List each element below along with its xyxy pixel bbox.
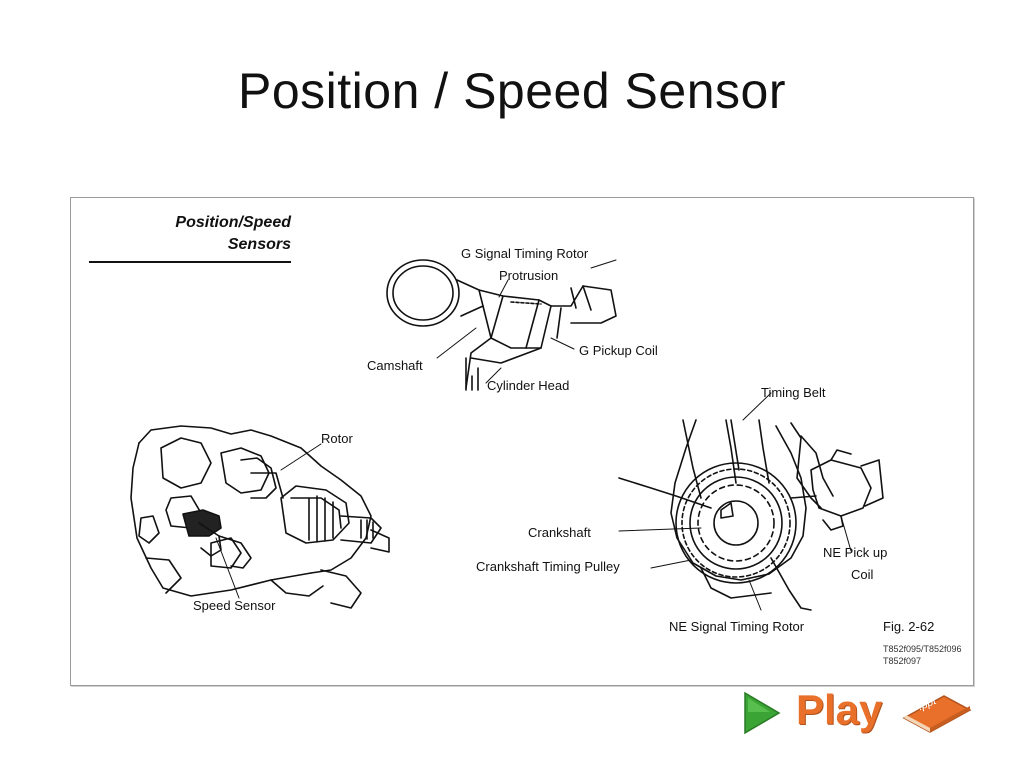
figure-reference-code: T852f095/T852f096: [883, 644, 962, 654]
label-protrusion: Protrusion: [499, 268, 559, 283]
label-cylinder-head: Cylinder Head: [487, 378, 570, 393]
label-g-pickup-coil: G Pickup Coil: [579, 343, 658, 358]
figure-heading: Sensors: [227, 236, 291, 253]
label-ne-signal-timing-rotor: NE Signal Timing Rotor: [669, 619, 805, 634]
leader-line: [650, 559, 692, 569]
label-g-signal-timing-rotor: G Signal Timing Rotor: [461, 246, 589, 261]
figure-reference-code-line2: T852f097: [883, 656, 922, 666]
leader-line: [590, 259, 617, 269]
transmission-speed-sensor-drawing: [130, 425, 390, 609]
leader-line: [742, 392, 772, 421]
leader-line: [280, 443, 322, 471]
label-timing-belt: Timing Belt: [761, 385, 826, 400]
leader-line: [840, 515, 852, 552]
diagram-figure: Position/Speed Sensors G Signal Timing R…: [70, 197, 974, 686]
heading-rule: [89, 261, 291, 263]
play-arrow-icon: [744, 691, 781, 735]
leader-line: [498, 279, 509, 298]
figure-number: Fig. 2-62: [883, 619, 935, 634]
leader-line: [215, 537, 240, 599]
timing-belt-crankshaft-drawing: [618, 419, 884, 611]
play-label: Play: [796, 686, 883, 733]
leader-line: [748, 579, 762, 611]
leader-line: [618, 527, 702, 532]
label-crankshaft-timing-pulley: Crankshaft Timing Pulley: [476, 559, 620, 574]
label-ne-pickup-coil: NE Pick up: [823, 545, 888, 560]
label-speed-sensor: Speed Sensor: [193, 598, 276, 613]
camshaft-g-pickup-drawing: [386, 259, 617, 391]
engine-sensor-diagram: [130, 259, 884, 611]
label-camshaft: Camshaft: [367, 358, 423, 373]
label-crankshaft: Crankshaft: [528, 525, 591, 540]
figure-heading: Position/Speed: [175, 214, 291, 231]
label-rotor: Rotor: [321, 431, 353, 446]
leader-line: [550, 337, 575, 350]
leader-line: [485, 367, 502, 384]
label-ne-pickup-coil-line2: Coil: [851, 567, 874, 582]
ppt-badge-icon: [902, 695, 972, 733]
leader-line: [436, 327, 477, 359]
slide-title: Position / Speed Sensor: [238, 63, 786, 119]
play-ppt-button[interactable]: Play .ppt: [740, 686, 976, 740]
